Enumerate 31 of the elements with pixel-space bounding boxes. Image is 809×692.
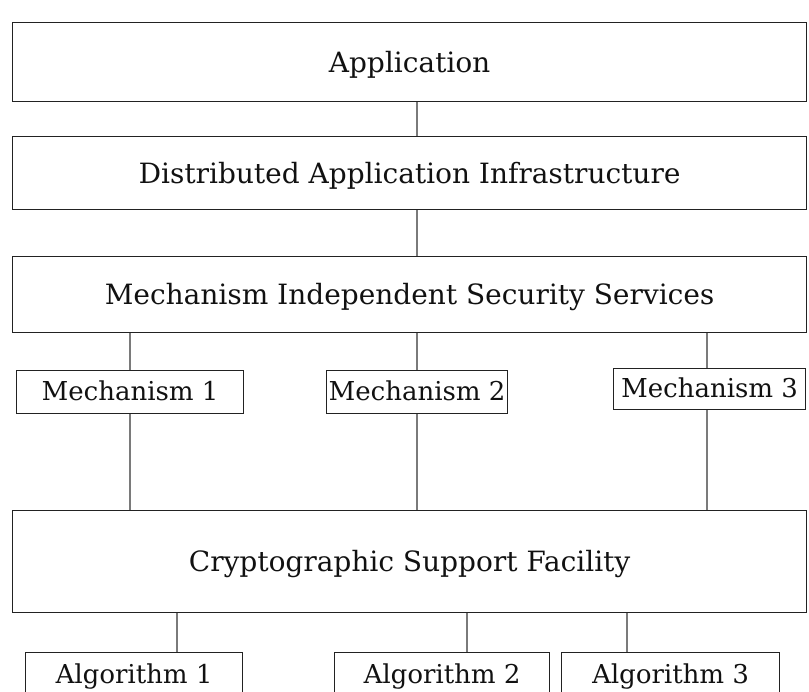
connector-line <box>466 613 468 652</box>
layer-box <box>25 652 243 692</box>
layer-box <box>326 370 508 414</box>
layer-label: Mechanism 3 <box>621 374 798 404</box>
layer-label: Mechanism 2 <box>328 377 506 407</box>
layer-label: Algorithm 1 <box>56 660 212 690</box>
layer-box <box>12 510 807 613</box>
layer-label: Distributed Application Infrastructure <box>138 156 680 190</box>
connector-line <box>416 333 418 370</box>
layer-box <box>561 652 780 692</box>
layer-box <box>12 136 807 210</box>
connector-line <box>416 414 418 510</box>
layer-label: Mechanism 1 <box>42 377 218 407</box>
layer-label: Cryptographic Support Facility <box>188 545 630 578</box>
layer-label: Mechanism Independent Security Services <box>104 278 714 311</box>
connector-line <box>129 414 131 510</box>
connector-line <box>176 613 178 652</box>
layer-box <box>12 22 807 102</box>
connector-line <box>626 613 628 652</box>
layer-box <box>12 256 807 333</box>
connector-line <box>416 102 418 136</box>
connector-line <box>706 410 708 510</box>
layer-box <box>16 370 244 414</box>
layer-label: Algorithm 2 <box>364 660 520 690</box>
layer-box <box>613 368 806 410</box>
connector-line <box>706 333 708 368</box>
connector-line <box>129 333 131 370</box>
layer-box <box>334 652 550 692</box>
connector-line <box>416 210 418 256</box>
layer-label: Algorithm 3 <box>592 660 749 690</box>
layer-label: Application <box>328 46 490 78</box>
